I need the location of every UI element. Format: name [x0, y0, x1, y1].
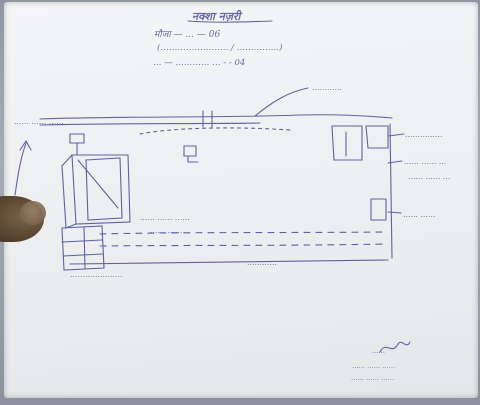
signature-mark: ……: [372, 347, 385, 355]
header-line-2: (…………………… / ……………): [157, 43, 283, 53]
north-arrow-line: [14, 142, 27, 196]
label-top-mid: …… ……: [214, 117, 247, 126]
small-box: [69, 133, 85, 144]
top-road-line: [39, 114, 393, 120]
label-mid-2: …… ……: [150, 226, 183, 235]
thumbnail-nail: [20, 201, 46, 225]
pointer-line: [254, 87, 309, 117]
header-line-3: … — ………… … ‑ ‑ 04: [153, 58, 246, 68]
label-right-3: …… …… …: [408, 172, 451, 181]
label-bottom-left: …………………: [70, 270, 123, 279]
signature-line-1: …… …… ……: [352, 362, 396, 370]
ground-bottom-line: [69, 259, 389, 265]
top-road-line-2: [39, 122, 261, 126]
lower-block-divider: [83, 226, 86, 269]
label-right-1: ……………: [405, 130, 443, 139]
lower-block-line-2: [62, 253, 104, 257]
right-box-1: [331, 125, 363, 161]
right-box-2: [365, 125, 389, 149]
ground-row-2: [99, 243, 386, 247]
mid-symbol-stem: [187, 155, 199, 163]
label-right-4: …… ……: [403, 210, 436, 219]
right-box-3: [370, 198, 387, 221]
signature-scribble: [379, 341, 411, 353]
right-pointer-1: [387, 133, 405, 137]
ground-row-1: [99, 231, 386, 235]
house-inner: [85, 157, 123, 221]
house-front: [71, 154, 131, 225]
paper-sheet: [4, 2, 478, 398]
label-mid-1: …… …… ……: [140, 213, 190, 222]
house-side: [61, 154, 77, 229]
north-arrow-head: [19, 139, 32, 151]
mid-faint-line: [139, 127, 291, 135]
lower-block-line: [61, 239, 103, 243]
label-right-2: …… …… …: [404, 157, 447, 166]
sheet-title: नक्शा नज़री: [192, 10, 241, 23]
header-line-1: मौजा — ... — 06: [154, 30, 221, 40]
right-boundary: [389, 123, 393, 259]
house-diagonal: [77, 159, 119, 209]
mid-symbol: [183, 145, 197, 157]
label-ref-top: …………: [312, 83, 342, 92]
label-ground: …………: [247, 258, 277, 267]
title-underline: [187, 20, 273, 23]
signature-line-2: …… …… ……: [351, 374, 395, 382]
right-pointer-2: [387, 160, 403, 164]
label-left-top: …… …… ……: [14, 117, 64, 126]
right-pointer-3: [387, 211, 402, 214]
